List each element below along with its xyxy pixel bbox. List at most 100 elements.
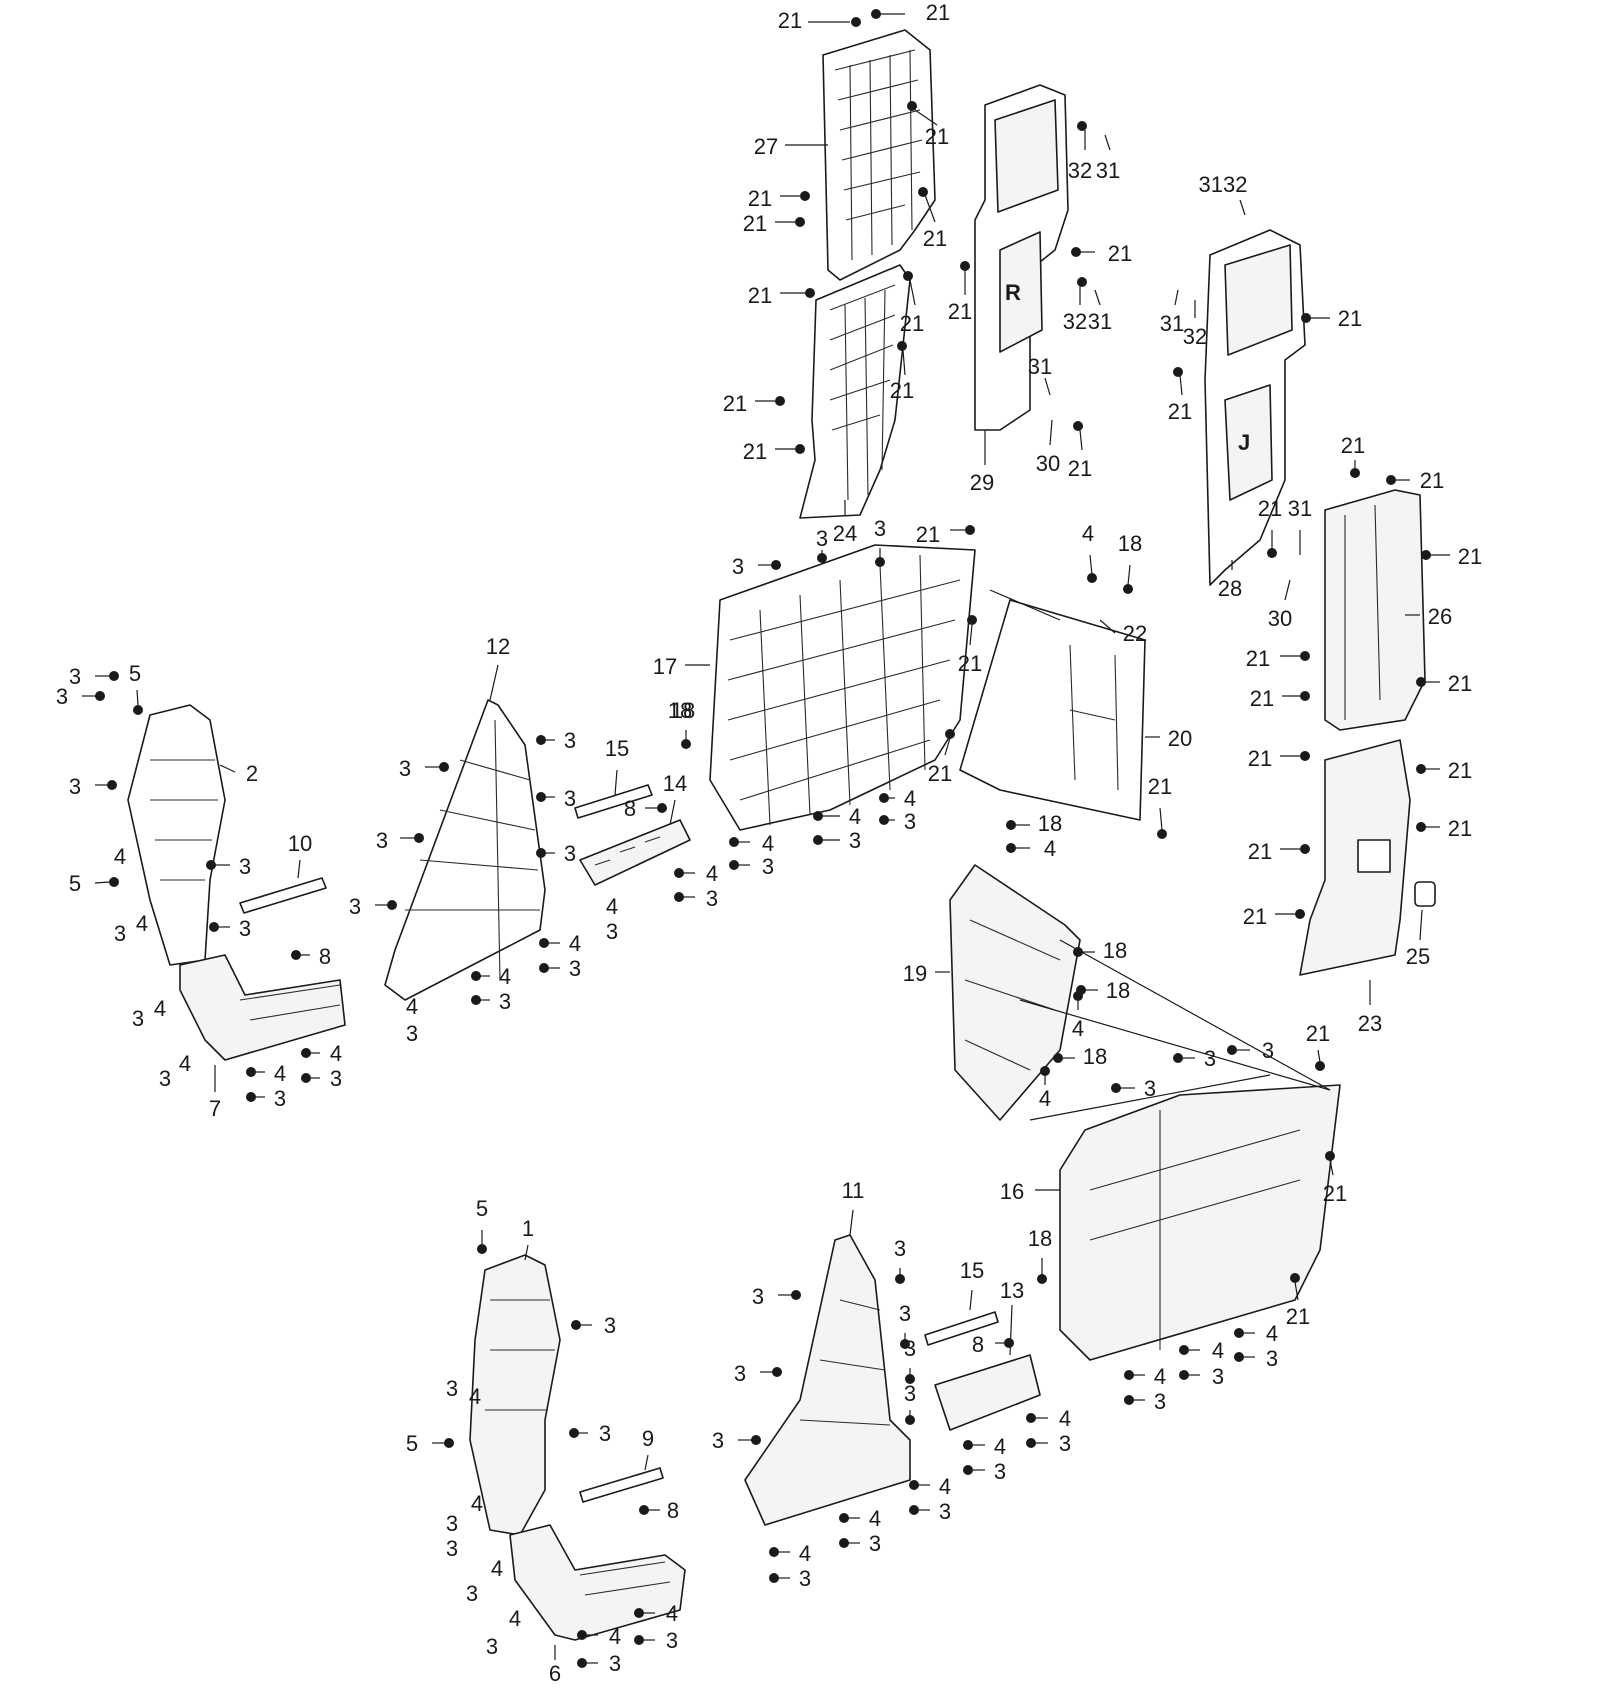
fastener-icon (539, 938, 549, 948)
callout-number: 10 (288, 831, 312, 856)
fastener-icon (95, 691, 105, 701)
part-16-large-panel (1059, 1084, 1341, 1361)
callout-32-25: 32 (1183, 300, 1207, 349)
callout-3-144: 3 (963, 1459, 1006, 1484)
callout-number: 22 (1123, 621, 1147, 646)
fastener-icon (1234, 1328, 1244, 1338)
fastener-icon (1267, 548, 1277, 558)
callout-number: 4 (274, 1061, 286, 1086)
callout-3-136: 3 (904, 1381, 916, 1425)
fastener-icon (903, 271, 913, 281)
callout-number: 4 (1082, 521, 1094, 546)
callout-number: 21 (778, 8, 802, 33)
callout-number: 3 (899, 1301, 911, 1326)
callout-number: 3 (609, 1651, 621, 1676)
leader-line (969, 624, 973, 646)
callout-number: 3 (762, 854, 774, 879)
fastener-icon (791, 1290, 801, 1300)
j-mark: J (1238, 430, 1250, 455)
callout-8-140: 8 (972, 1332, 1014, 1357)
leader-line (669, 799, 676, 826)
fastener-icon (206, 860, 216, 870)
callout-number: 4 (1039, 1086, 1051, 1111)
callout-4-145: 4 (909, 1474, 951, 1499)
callout-number: 3 (1059, 1431, 1071, 1456)
fastener-icon (1006, 820, 1016, 830)
callout-number: 18 (1103, 938, 1127, 963)
callout-4-147: 4 (839, 1506, 881, 1531)
fastener-icon (536, 735, 546, 745)
fastener-icon (1386, 475, 1396, 485)
callout-5-156: 5 (406, 1431, 454, 1456)
callout-4-96: 4 (136, 911, 148, 936)
callout-21-15: 21 (1071, 241, 1132, 266)
fastener-icon (634, 1635, 644, 1645)
callout-21-8: 21 (900, 271, 924, 336)
fastener-icon (813, 835, 823, 845)
part-25-plug (1414, 881, 1436, 907)
part-1-front-bracket (469, 1254, 561, 1536)
callout-4-84: 4 (606, 894, 618, 919)
callout-17-55: 17 (653, 654, 710, 679)
callout-number: 3 (564, 786, 576, 811)
callout-number: 21 (926, 0, 950, 25)
callout-number: 30 (1268, 606, 1292, 631)
callout-21-36: 21 (1246, 646, 1310, 671)
callout-number: 3 (752, 1284, 764, 1309)
callout-21-37: 21 (1416, 671, 1472, 696)
callout-number: 4 (471, 1491, 483, 1516)
callout-number: 4 (869, 1506, 881, 1531)
fastener-icon (905, 1415, 915, 1425)
callout-number: 31 (1028, 354, 1052, 379)
part-24-lower-panel (799, 264, 911, 519)
callout-18-56: 18 (671, 698, 695, 749)
callout-number: 21 (1068, 456, 1092, 481)
callout-18-112: 18 (1076, 978, 1130, 1003)
callout-3-168: 3 (577, 1651, 621, 1676)
fastener-icon (536, 792, 546, 802)
callout-21-6: 21 (918, 187, 947, 251)
callout-number: 3 (904, 809, 916, 834)
callout-number: 3 (816, 526, 828, 551)
fastener-icon (1234, 1352, 1244, 1362)
fastener-icon (539, 963, 549, 973)
fastener-icon (771, 560, 781, 570)
callout-4-47: 4 (1082, 521, 1097, 583)
callout-3-54: 3 (732, 554, 781, 579)
callout-number: 3 (1262, 1038, 1274, 1063)
fastener-icon (960, 261, 970, 271)
callout-15-138: 15 (960, 1258, 984, 1311)
callout-number: 4 (136, 911, 148, 936)
callout-31-24: 31 (1160, 289, 1184, 336)
leader-line (1127, 564, 1131, 586)
fastener-icon (813, 811, 823, 821)
leader-line (1104, 134, 1111, 151)
callout-number: 3 (904, 1336, 916, 1361)
callout-number: 4 (904, 786, 916, 811)
fastener-icon (1325, 1151, 1335, 1161)
fastener-icon (729, 837, 739, 847)
callout-number: 4 (762, 831, 774, 856)
callout-3-92: 3 (206, 854, 251, 879)
fastener-icon (1087, 573, 1097, 583)
callout-number: 3 (466, 1581, 478, 1606)
callout-number: 3 (159, 1066, 171, 1091)
callout-21-21: 21 (1068, 421, 1092, 481)
callout-21-43: 21 (1243, 904, 1305, 929)
callout-21-9: 21 (723, 391, 785, 416)
callout-3-127: 3 (1179, 1364, 1224, 1389)
callout-number: 3 (732, 554, 744, 579)
callout-number: 3 (904, 1381, 916, 1406)
callout-3-125: 3 (1234, 1346, 1278, 1371)
fastener-icon (571, 1320, 581, 1330)
callout-number: 4 (849, 804, 861, 829)
part-13-rail (934, 1354, 1041, 1431)
fastener-icon (477, 1244, 487, 1254)
callout-4-143: 4 (963, 1434, 1006, 1459)
callout-number: 3 (376, 828, 388, 853)
callout-number: 21 (916, 522, 940, 547)
callout-number: 3 (874, 516, 886, 541)
callout-3-73: 3 (539, 956, 581, 981)
fastener-icon (634, 1608, 644, 1618)
